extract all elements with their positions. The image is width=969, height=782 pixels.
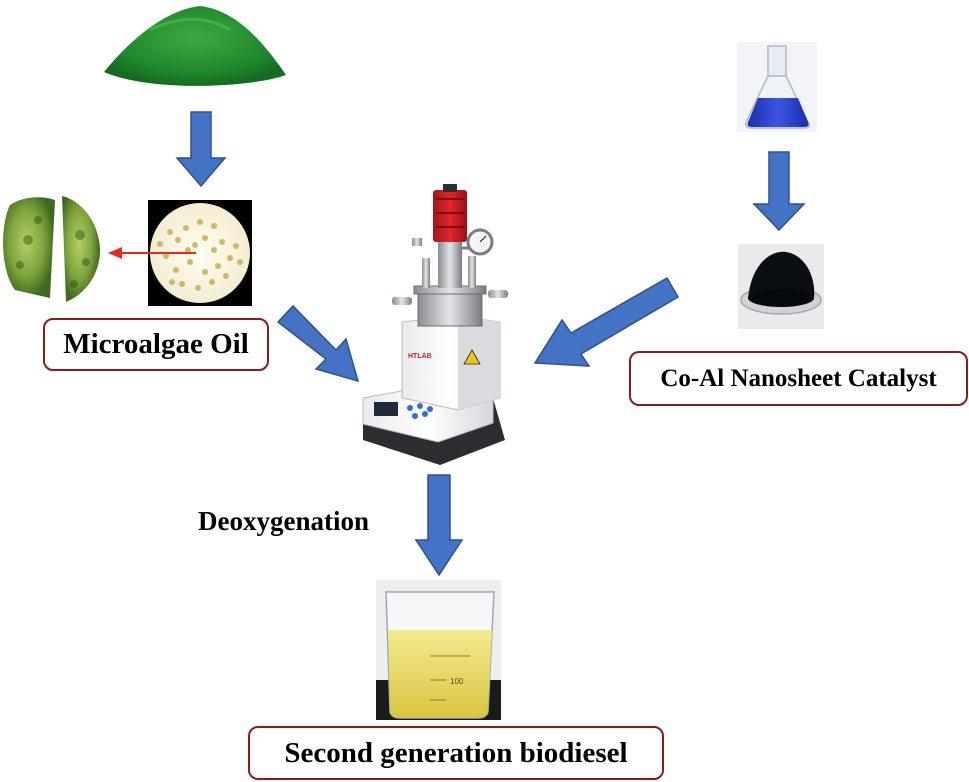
arrow-powder-to-microscope [175, 111, 227, 188]
arrow-flask-to-catalyst [752, 151, 806, 232]
microalgae-oil-label: Microalgae Oil [43, 318, 269, 371]
arrow-catalyst-to-reactor [533, 276, 680, 367]
algae-cell-image [3, 196, 101, 302]
reactor-image: HTLAB [362, 184, 508, 465]
biodiesel-beaker-image: 100 [376, 580, 501, 720]
biodiesel-label: Second generation biodiesel [248, 726, 664, 780]
deoxygenation-label: Deoxygenation [198, 506, 369, 536]
catalyst-dish-image [738, 244, 824, 329]
beaker-volume-mark: 100 [450, 677, 464, 686]
microscope-image [148, 200, 252, 306]
reactor-brand-label: HTLAB [408, 353, 432, 360]
green-powder-image [104, 6, 286, 86]
blue-flask-image [737, 42, 817, 132]
pointer-arrow [108, 247, 196, 259]
arrow-reactor-to-beaker [414, 474, 464, 577]
arrow-microalgae-to-reactor [276, 304, 360, 383]
catalyst-label: Co-Al Nanosheet Catalyst [629, 351, 968, 406]
